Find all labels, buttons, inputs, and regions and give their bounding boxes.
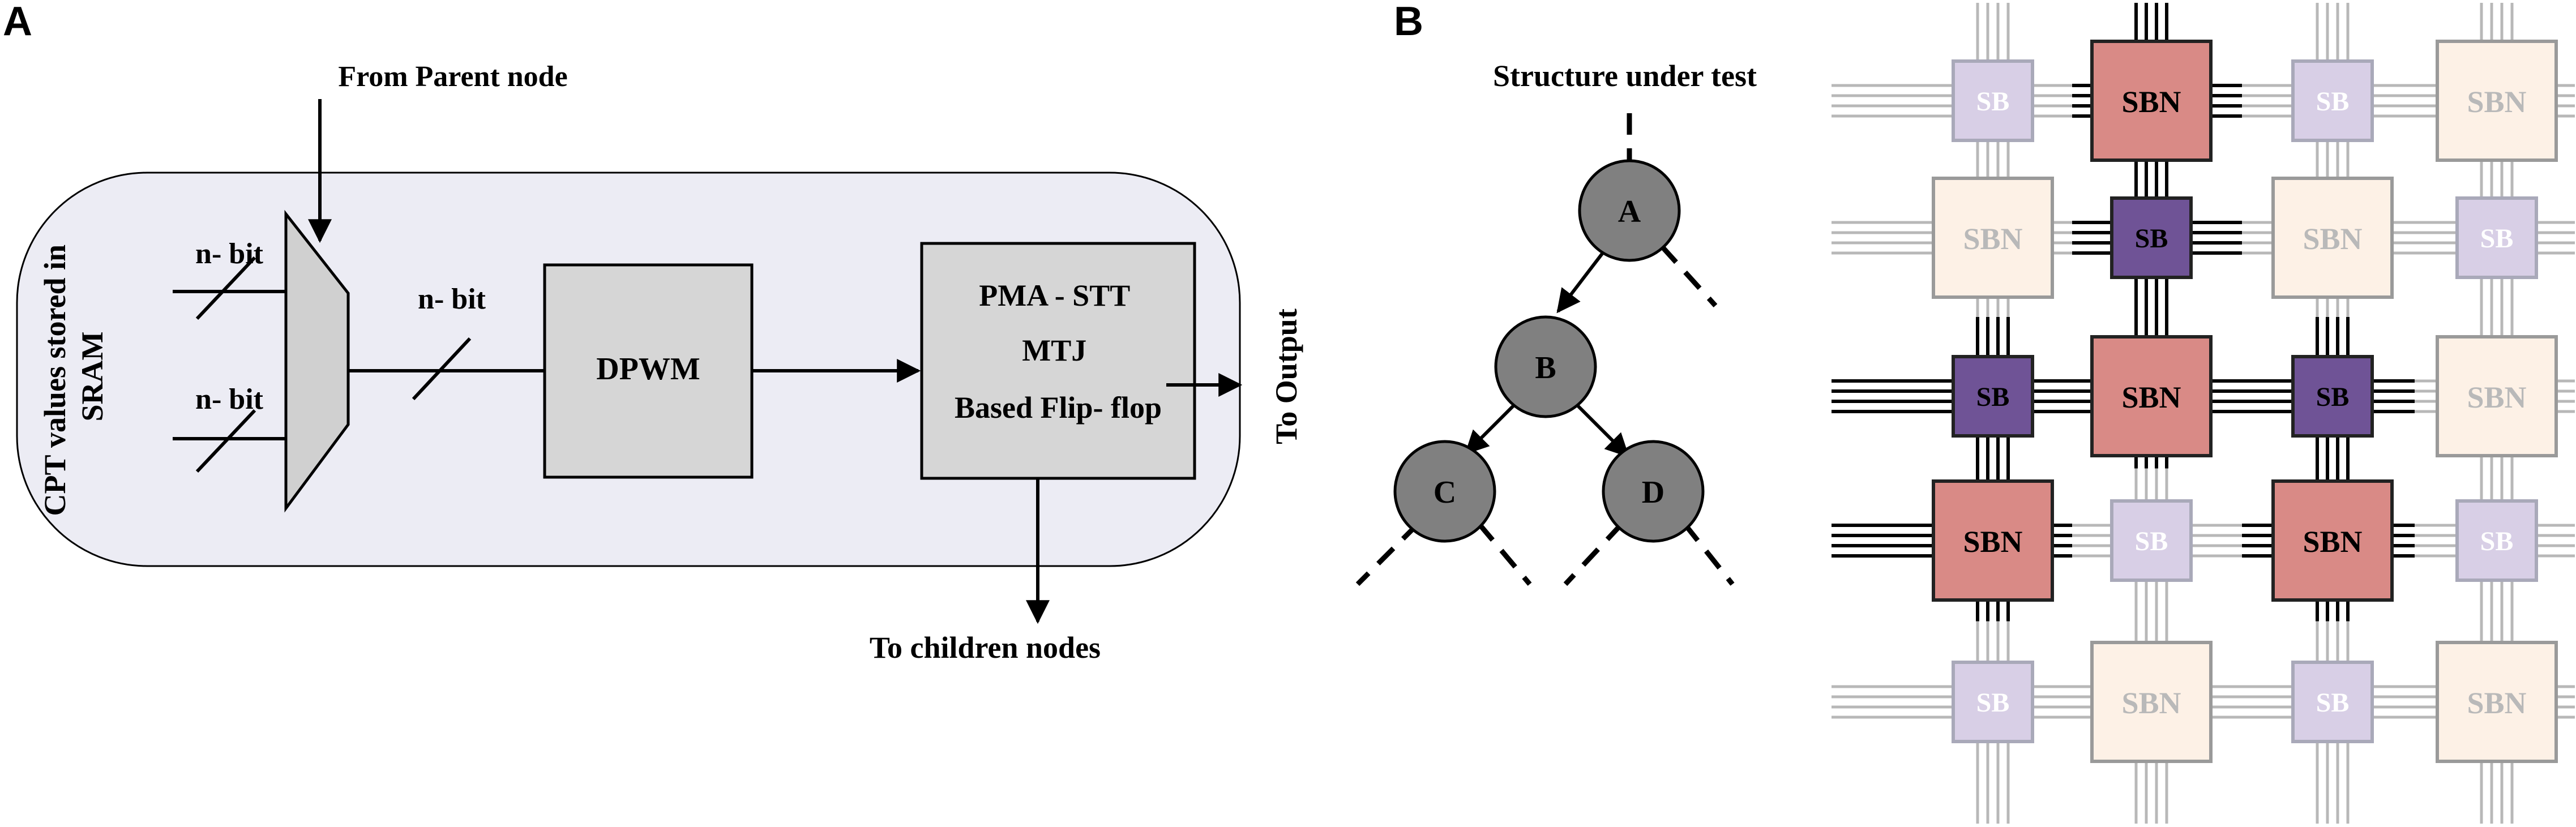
panel-a: A CPT values stored in SRAM From Parent … xyxy=(3,0,1303,665)
grid-block-label: SBN xyxy=(2467,85,2526,119)
grid-block-box xyxy=(2271,177,2394,299)
grid-block-label: SB xyxy=(2316,688,2350,718)
sbn-block-inactive: SBN xyxy=(2090,641,2213,763)
tree-stub-a-right xyxy=(1659,244,1718,308)
from-parent-label: From Parent node xyxy=(338,61,567,93)
panel-b-tree: B Structure under test A B C xyxy=(1355,0,1757,586)
tree-node-a: A xyxy=(1578,159,1681,262)
grid-block-box xyxy=(1932,479,2054,602)
panel-a-letter: A xyxy=(3,0,32,44)
sb-block-inactive: SB xyxy=(1952,59,2034,142)
grid-block-box xyxy=(2291,661,2374,743)
grid-block-box xyxy=(2090,40,2213,162)
sb-block-inactive: SB xyxy=(2110,499,2193,582)
grid-block-box xyxy=(2291,59,2374,142)
grid-block-box xyxy=(2110,499,2193,582)
grid-block-box xyxy=(2291,355,2374,438)
multiplexer xyxy=(284,209,350,513)
tree-edge-a-b xyxy=(1556,245,1610,314)
tree-stub-c-left xyxy=(1355,521,1420,586)
grid-block-label: SB xyxy=(2316,87,2350,117)
sb-block-inactive: SB xyxy=(2455,499,2538,582)
tree-edge-b-c xyxy=(1465,400,1519,455)
sb-block-active: SB xyxy=(1952,355,2034,438)
tree-node-c: C xyxy=(1393,440,1496,543)
grid-block-box xyxy=(1952,661,2034,743)
grid-block-box xyxy=(2271,479,2394,602)
sb-grid-wires xyxy=(1832,3,2575,824)
dpwm-block xyxy=(543,263,754,479)
grid-block-label: SBN xyxy=(1963,222,2022,256)
grid-block-box xyxy=(2110,196,2193,279)
sbn-block-active: SBN xyxy=(2271,479,2394,602)
grid-block-box xyxy=(2436,335,2558,457)
grid-block-box xyxy=(1952,59,2034,142)
grid-block-box xyxy=(2436,40,2558,162)
flip-flop-block xyxy=(920,242,1196,480)
bus-slash-top xyxy=(195,256,256,320)
grid-block-label: SBN xyxy=(2467,686,2526,720)
grid-block-label: SBN xyxy=(2303,525,2362,559)
sbn-block-active: SBN xyxy=(2090,40,2213,162)
sb-block-inactive: SB xyxy=(2455,196,2538,279)
sbn-block-inactive: SBN xyxy=(2271,177,2394,299)
grid-block-label: SBN xyxy=(2121,380,2181,414)
grid-block-box xyxy=(2436,641,2558,763)
tree-stub-d-left xyxy=(1563,521,1624,586)
nbit-input-top-label: n- bit xyxy=(195,238,264,270)
grid-block-box xyxy=(2090,641,2213,763)
sb-block-active: SB xyxy=(2110,196,2193,279)
grid-block-label: SB xyxy=(2135,526,2168,556)
sbn-block-inactive: SBN xyxy=(2436,40,2558,162)
sbn-block-inactive: SBN xyxy=(2436,641,2558,763)
grid-block-box xyxy=(2455,196,2538,279)
grid-block-label: SBN xyxy=(2121,686,2181,720)
nbit-input-bottom-label: n- bit xyxy=(195,383,264,415)
tree-stub-d-right xyxy=(1682,522,1735,586)
sb-block-inactive: SB xyxy=(2291,59,2374,142)
flip-flop-label: PMA - STT MTJ Based Flip- flop xyxy=(955,278,1162,425)
sbn-block-inactive: SBN xyxy=(2436,335,2558,457)
grid-block-label: SB xyxy=(2480,224,2514,254)
grid-block-label: SB xyxy=(1976,382,2010,412)
to-children-label: To children nodes xyxy=(870,631,1101,665)
sbn-block-inactive: SBN xyxy=(1932,177,2054,299)
grid-block-label: SB xyxy=(1976,87,2010,117)
sram-side-label: CPT values stored in SRAM xyxy=(38,237,109,516)
grid-block-label: SBN xyxy=(2467,380,2526,414)
grid-block-label: SB xyxy=(1976,688,2010,718)
grid-block-box xyxy=(1932,177,2054,299)
tree-node-b: B xyxy=(1494,315,1597,418)
grid-block-label: SBN xyxy=(2303,222,2362,256)
bus-slash-mid xyxy=(412,337,472,401)
tree-title: Structure under test xyxy=(1493,59,1757,93)
nbit-mid-label: n- bit xyxy=(418,283,486,315)
tree-node-a-label: A xyxy=(1618,194,1641,229)
grid-block-label: SB xyxy=(2316,382,2350,412)
dpwm-label: DPWM xyxy=(596,352,700,387)
panel-b-letter: B xyxy=(1394,0,1423,44)
grid-block-box xyxy=(1952,355,2034,438)
grid-block-label: SBN xyxy=(1963,525,2022,559)
sb-block-active: SB xyxy=(2291,355,2374,438)
grid-block-label: SB xyxy=(2480,526,2514,556)
tree-node-d: D xyxy=(1602,440,1705,543)
tree-stub-c-right xyxy=(1477,522,1532,586)
to-output-label: To Output xyxy=(1269,308,1303,444)
tree-node-c-label: C xyxy=(1434,475,1456,510)
tree-node-d-label: D xyxy=(1642,475,1664,510)
sbn-block-active: SBN xyxy=(2090,335,2213,457)
bus-slash-bottom xyxy=(195,409,256,473)
sb-block-inactive: SB xyxy=(2291,661,2374,743)
tree-edge-b-d xyxy=(1572,400,1629,457)
grid-block-box xyxy=(2090,335,2213,457)
grid-block-label: SB xyxy=(2135,224,2168,254)
grid-block-box xyxy=(2455,499,2538,582)
sb-block-inactive: SB xyxy=(1952,661,2034,743)
grid-block-label: SBN xyxy=(2121,85,2181,119)
tree-node-b-label: B xyxy=(1535,350,1556,385)
sb-grid-blocks: SB SBN SB SBN SBN SB SBN SB SB SBN SB SBN SBN SB SBN SB… xyxy=(1932,40,2558,763)
sbn-block-active: SBN xyxy=(1932,479,2054,602)
